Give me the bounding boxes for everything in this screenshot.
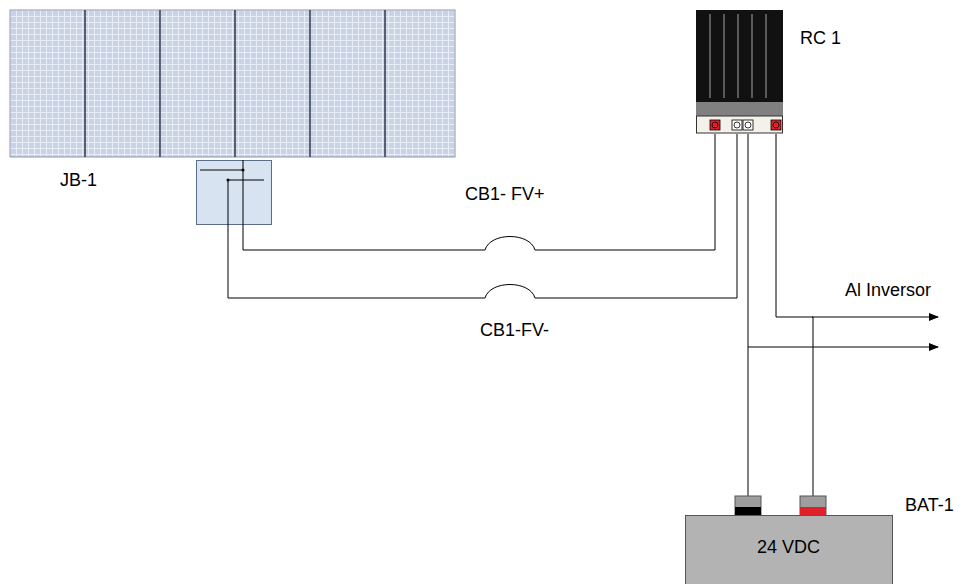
junction-box-outline — [196, 160, 272, 225]
charge-controller-outline — [696, 10, 783, 134]
node-label: RC 1 — [800, 28, 841, 50]
cable-label: CB1- FV+ — [463, 184, 547, 206]
cable — [243, 134, 715, 250]
cable-label: CB1-FV- — [478, 320, 551, 342]
cable — [748, 134, 749, 496]
node-label: BAT-1 — [905, 495, 954, 517]
output-label: Al Inversor — [843, 280, 933, 302]
junction-box: JB-1 — [196, 160, 272, 225]
charge-controller: RC 1 — [696, 10, 783, 134]
cable — [776, 134, 813, 496]
node-label: 24 VDC — [757, 537, 820, 559]
solar-panel — [10, 10, 455, 157]
battery: 24 VDCBAT-1 — [685, 515, 893, 584]
inverter-outputs — [748, 317, 938, 347]
node-label: JB-1 — [60, 170, 97, 192]
cable — [228, 134, 737, 298]
